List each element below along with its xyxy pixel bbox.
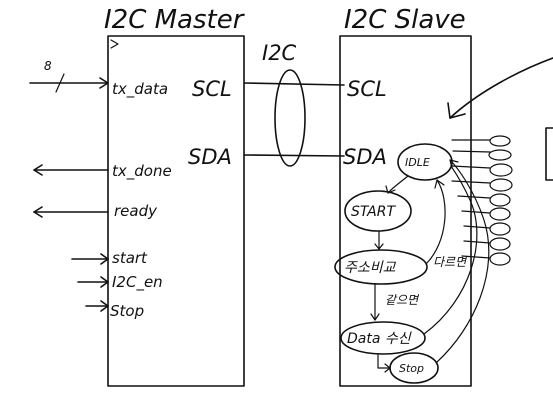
sda-bus-line — [243, 154, 345, 157]
slave-block — [339, 35, 472, 387]
start-arrowhead — [100, 253, 109, 265]
fsm-different-label: 다르면 — [433, 255, 468, 269]
fsm-idle-to-start-arrow — [387, 175, 409, 194]
tx-data-label: tx_data — [112, 80, 168, 99]
i2c-en-label: I2C_en — [112, 273, 163, 292]
master-block — [107, 35, 245, 387]
slave-title: I2C Slave — [344, 5, 466, 35]
fsm-data-to-stop-arrow — [377, 353, 391, 369]
fsm-addr-compare-label: 주소비교 — [344, 260, 397, 276]
edge-bracket — [545, 127, 553, 181]
fsm-addr-compare-state — [334, 249, 428, 285]
tx-data-bus-width: 8 — [44, 59, 52, 73]
slave-sda-label: SDA — [343, 145, 387, 169]
tx-data-arrowhead — [99, 77, 109, 89]
fsm-idle-label: IDLE — [405, 156, 430, 169]
ready-label: ready — [114, 202, 158, 220]
bus-label: I2C — [262, 41, 297, 65]
fsm-same-label: 같으면 — [385, 293, 420, 307]
master-scl-label: SCL — [192, 77, 232, 101]
fsm-addr-to-data-arrowhead — [370, 313, 380, 321]
fsm-data-to-idle-arrow — [423, 165, 478, 335]
pointer-arrow-head — [447, 102, 466, 119]
fsm-start-to-addr-arrowhead — [374, 243, 384, 250]
pointer-arrow-shaft — [449, 57, 553, 119]
stop-arrowhead — [100, 300, 109, 312]
tx-done-label: tx_done — [112, 162, 172, 181]
fsm-start-label: START — [351, 204, 396, 220]
start-label: start — [112, 249, 148, 267]
fsm-addr-to-idle-arrowhead — [434, 179, 445, 189]
fsm-stop-to-idle-arrowhead — [449, 159, 459, 169]
fsm-stop-to-idle-arrow — [436, 159, 490, 363]
fsm-data-rx-label: Data 수신 — [347, 331, 412, 347]
master-clock-marker — [110, 39, 119, 49]
fsm-addr-to-idle-arrow — [425, 179, 446, 265]
bus-grouping-ellipse — [274, 69, 306, 167]
master-title: I2C Master — [104, 5, 246, 35]
fsm-data-rx-state — [340, 321, 426, 355]
stop-label: Stop — [110, 302, 144, 320]
scl-bus-line — [243, 82, 345, 86]
fsm-data-to-stop-arrowhead — [384, 363, 391, 373]
fsm-start-state — [344, 190, 412, 232]
fsm-idle-loop-scribble — [451, 135, 513, 266]
i2c-en-arrowhead — [100, 276, 109, 288]
fsm-stop-label: Stop — [399, 362, 424, 375]
ready-arrowhead — [33, 206, 43, 218]
tx-done-arrowhead — [33, 164, 43, 176]
master-sda-label: SDA — [188, 145, 232, 169]
tx-data-bus-slash — [55, 73, 65, 93]
slave-scl-label: SCL — [347, 77, 387, 101]
fsm-idle-to-start-arrowhead — [385, 185, 396, 194]
